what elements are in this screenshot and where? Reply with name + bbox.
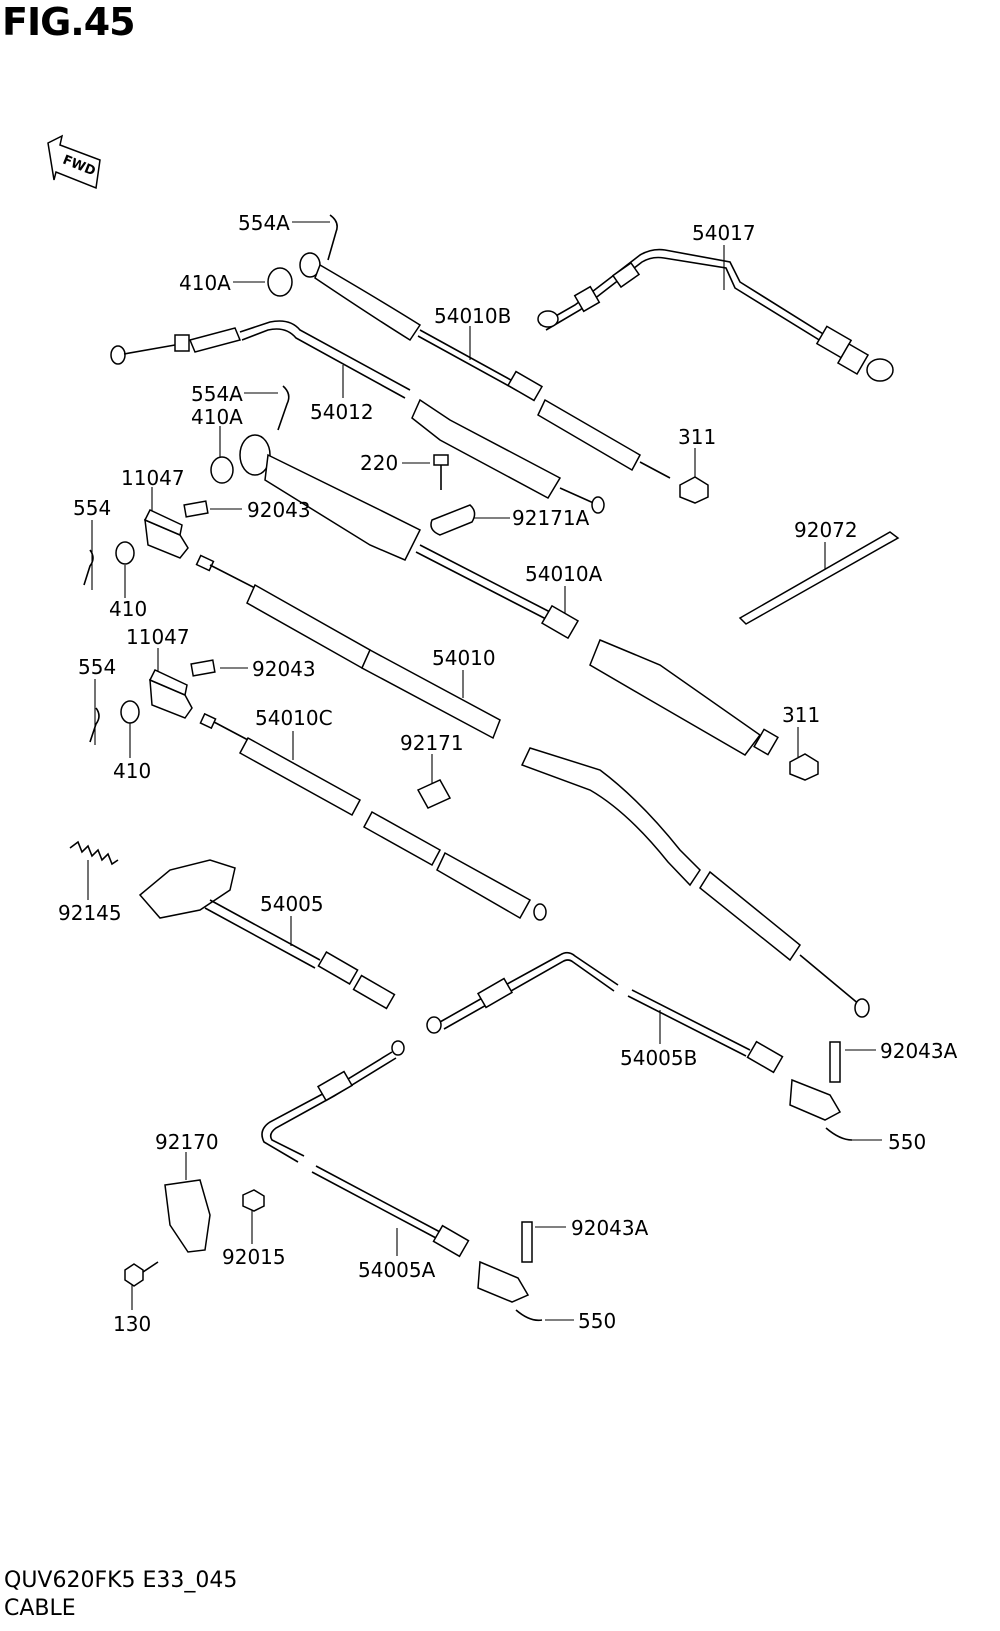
callout-92015: 92015 xyxy=(222,1245,286,1269)
cable-54005 xyxy=(138,859,396,1010)
callout-311: 311 xyxy=(782,703,821,727)
callout-410A: 410A xyxy=(191,405,243,429)
callout-54010C: 54010C xyxy=(255,706,333,730)
washer-410A-lower xyxy=(210,456,234,484)
cable-54010 xyxy=(195,554,870,1018)
nut-92015 xyxy=(242,1189,265,1212)
clip-554A-upper xyxy=(327,214,338,261)
cable-54010B xyxy=(299,252,671,479)
cable-54005A xyxy=(261,1040,530,1303)
callout-92171A: 92171A xyxy=(512,506,590,530)
section-name: CABLE xyxy=(4,1596,76,1621)
callout-311: 311 xyxy=(678,425,717,449)
callout-130: 130 xyxy=(113,1312,152,1336)
callout-54005A: 54005A xyxy=(358,1258,436,1282)
callout-92145: 92145 xyxy=(58,901,122,925)
callout-11047: 11047 xyxy=(126,625,190,649)
callout-92043A: 92043A xyxy=(880,1039,958,1063)
cable-54010C xyxy=(199,712,547,921)
clip-92170 xyxy=(164,1179,211,1253)
clip-554-upper xyxy=(83,549,94,586)
callout-410A: 410A xyxy=(179,271,231,295)
fwd-arrow-icon: FWD xyxy=(47,134,101,190)
callout-554A: 554A xyxy=(191,382,243,406)
callout-54005: 54005 xyxy=(260,892,324,916)
callout-54010: 54010 xyxy=(432,646,496,670)
cable-54012 xyxy=(110,320,605,514)
callout-11047: 11047 xyxy=(121,466,185,490)
model-code: QUV620FK5 E33_045 xyxy=(4,1568,238,1593)
callout-92043: 92043 xyxy=(247,498,311,522)
cable-54010A xyxy=(239,434,779,756)
pin-550-lower xyxy=(515,1309,543,1322)
callout-54017: 54017 xyxy=(692,221,756,245)
pin-92043A-lower xyxy=(521,1221,533,1263)
callout-410: 410 xyxy=(109,597,148,621)
pin-92043-upper xyxy=(183,500,209,518)
callout-54010B: 54010B xyxy=(434,304,512,328)
callout-92043A: 92043A xyxy=(571,1216,649,1240)
callout-554A: 554A xyxy=(238,211,290,235)
callout-410: 410 xyxy=(113,759,152,783)
washer-410-upper xyxy=(115,541,135,565)
callout-92170: 92170 xyxy=(155,1130,219,1154)
callout-554: 554 xyxy=(73,496,112,520)
bolt-130 xyxy=(124,1261,159,1287)
clip-554-lower xyxy=(89,707,100,743)
washer-410-lower xyxy=(120,700,140,724)
cable-54017 xyxy=(537,248,894,382)
figure-title: FIG.45 xyxy=(2,0,136,44)
adjuster-11047-lower xyxy=(148,669,193,719)
nut-311-lower xyxy=(789,753,819,781)
clamp-92171A xyxy=(430,504,476,536)
nut-311-upper xyxy=(679,476,709,504)
callout-554: 554 xyxy=(78,655,117,679)
callout-54012: 54012 xyxy=(310,400,374,424)
cable-54005B xyxy=(426,951,842,1121)
callout-92072: 92072 xyxy=(794,518,858,542)
washer-410A-upper xyxy=(267,267,293,297)
callout-550: 550 xyxy=(578,1309,617,1333)
tie-92072 xyxy=(738,531,900,625)
callout-92171: 92171 xyxy=(400,731,464,755)
spring-92145 xyxy=(69,840,119,866)
pin-92043-lower xyxy=(190,659,216,677)
bolt-220 xyxy=(433,454,449,490)
callout-54005B: 54005B xyxy=(620,1046,698,1070)
callout-550: 550 xyxy=(888,1130,927,1154)
leader-lines xyxy=(87,221,882,1321)
callout-92043: 92043 xyxy=(252,657,316,681)
clamp-92171 xyxy=(416,779,452,809)
pin-92043A-upper xyxy=(829,1041,841,1083)
clip-554A-lower xyxy=(277,385,290,431)
callout-54010A: 54010A xyxy=(525,562,603,586)
pin-550-upper xyxy=(825,1127,853,1141)
adjuster-11047-upper xyxy=(143,509,189,559)
callout-220: 220 xyxy=(360,451,399,475)
